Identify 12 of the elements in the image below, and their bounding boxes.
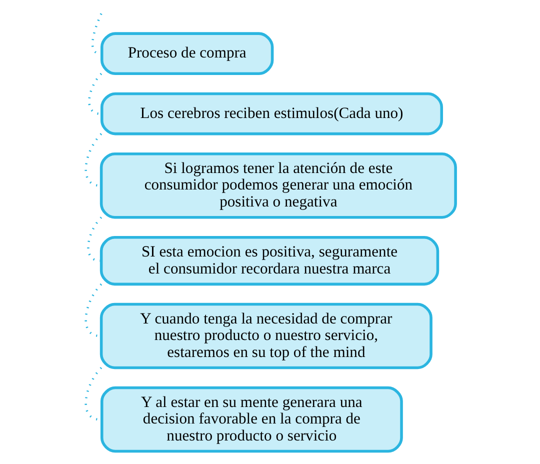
connector	[84, 283, 102, 338]
node-box: Si logramos tener la atención de este consumidor podemos generar una emoción positiva o negativa	[99, 152, 456, 219]
node-box: Y cuando tenga la necesidad de comprar nuestro producto o nuestro servicio, estaremos en su top of the mind	[99, 302, 432, 370]
node-box: Y al estar en su mente generara una decision favorable en la compra de nuestro producto o servicio	[100, 386, 402, 453]
node-box: Proceso de compra	[100, 32, 274, 76]
node-box: Los cerebros reciben estimulos(Cada uno)	[100, 92, 443, 136]
connector	[88, 72, 102, 115]
node-box: SI esta emocion es positiva, seguramente el consumidor recordara nuestra marca	[99, 236, 439, 286]
connector	[84, 367, 102, 421]
connector	[91, 13, 102, 55]
connector	[84, 133, 102, 187]
connector	[86, 216, 102, 262]
